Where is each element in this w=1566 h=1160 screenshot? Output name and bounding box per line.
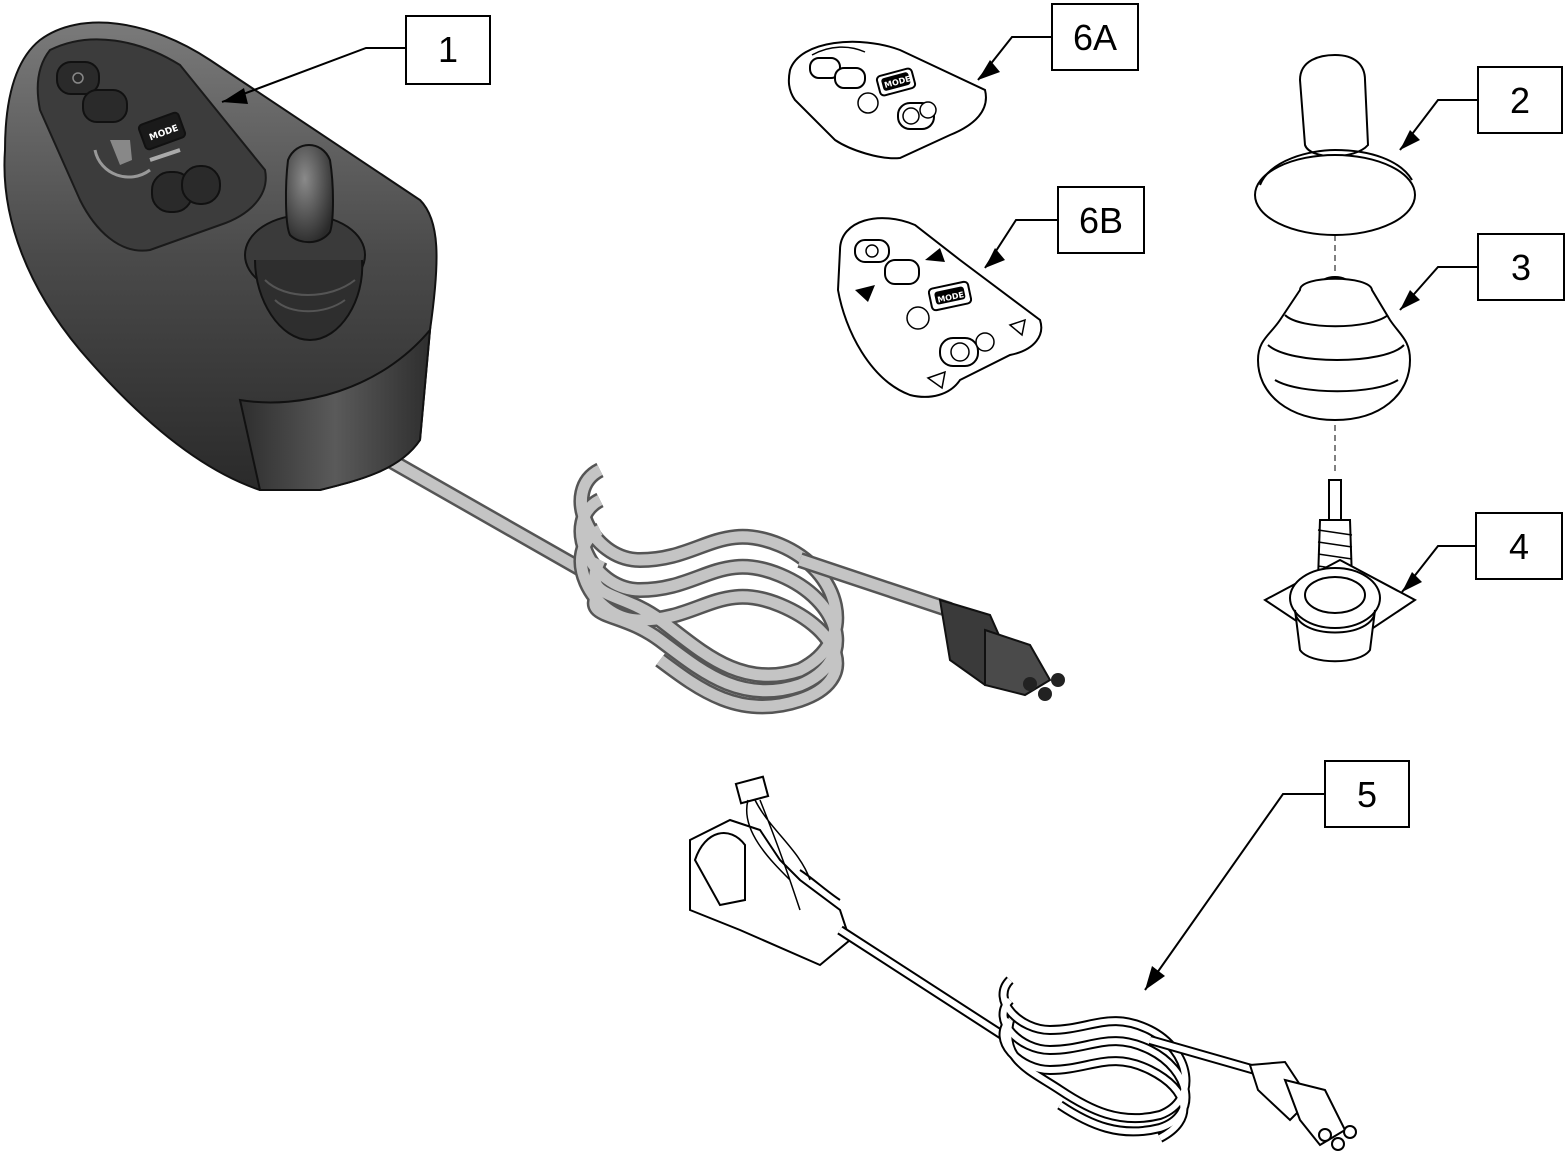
- horn-button[interactable]: [82, 89, 128, 123]
- callout-4-label: 4: [1509, 526, 1529, 567]
- harness-cable-part: [689, 775, 1357, 1151]
- wheelchair-seat-icon: [93, 140, 151, 179]
- joystick-controller: MODE: [3, 21, 1065, 715]
- mode-button[interactable]: [137, 111, 187, 151]
- callout-3-label: 3: [1511, 247, 1531, 288]
- speed-up-button[interactable]: [181, 165, 221, 205]
- joystick-knob[interactable]: [244, 144, 366, 342]
- speed-arrow-icon: [855, 285, 875, 302]
- power-button[interactable]: [56, 61, 100, 95]
- callout-2-label: 2: [1510, 80, 1530, 121]
- callout-6a: 6A: [977, 3, 1139, 81]
- light-icon: [1008, 318, 1026, 337]
- callout-2: 2: [1399, 66, 1563, 151]
- controller-connector: [938, 598, 1065, 701]
- keypad-overlay-6a: MODE: [787, 40, 987, 160]
- callout-5-label: 5: [1357, 774, 1377, 815]
- hazard-triangle-icon: [925, 248, 945, 262]
- gaiter-boot-part: [1256, 276, 1412, 475]
- power-icon: [72, 72, 84, 84]
- callout-6a-label: 6A: [1073, 17, 1117, 58]
- joystick-knob-part: [1254, 53, 1416, 275]
- callout-6b-label: 6B: [1079, 200, 1123, 241]
- callout-4: 4: [1401, 512, 1563, 593]
- callout-5: 5: [1144, 760, 1410, 991]
- callout-6b: 6B: [984, 186, 1145, 269]
- gimbal-assembly-part: [1263, 479, 1417, 663]
- callout-3: 3: [1399, 233, 1565, 311]
- keypad-overlay-6b: MODE: [836, 217, 1043, 398]
- callout-1-label: 1: [438, 29, 458, 70]
- callout-1: 1: [221, 15, 491, 104]
